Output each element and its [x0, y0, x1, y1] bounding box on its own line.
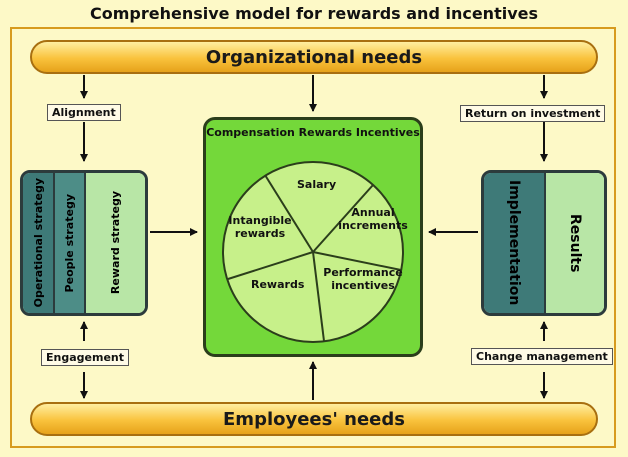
implementation-box: Implementation Results [481, 170, 607, 316]
performance-incentives-slice-label: Performance incentives [323, 266, 403, 292]
change-management-tag: Change management [471, 348, 613, 365]
return-on-investment-tag: Return on investment [460, 105, 606, 122]
compensation-box: Compensation Rewards Incentives Salary A… [203, 117, 423, 357]
implementation-column: Implementation [484, 173, 546, 313]
salary-slice-label: Salary [297, 178, 337, 191]
organizational-needs-band: Organizational needs [30, 40, 598, 74]
people-strategy-column: People strategy [55, 173, 86, 313]
implementation-label: Implementation [506, 180, 522, 306]
results-label: Results [567, 213, 583, 273]
annual-increments-slice-label: Annual increments [338, 206, 408, 232]
people-strategy-label: People strategy [63, 193, 76, 293]
operational-strategy-column: Operational strategy [23, 173, 55, 313]
compensation-pie [222, 161, 404, 343]
reward-strategy-label: Reward strategy [109, 191, 122, 295]
operational-strategy-label: Operational strategy [31, 178, 45, 308]
employees-needs-label: Employees' needs [223, 408, 405, 430]
diagram-title: Comprehensive model for rewards and ince… [89, 4, 539, 23]
organizational-needs-label: Organizational needs [205, 46, 423, 68]
intangible-rewards-slice-label: Intangible rewards [228, 214, 292, 240]
reward-strategy-column: Reward strategy [86, 173, 145, 313]
results-column: Results [546, 173, 604, 313]
rewards-slice-label: Rewards [251, 278, 305, 291]
compensation-title: Compensation Rewards Incentives [206, 126, 420, 139]
strategy-box: Operational strategy People strategy Rew… [20, 170, 148, 316]
engagement-tag: Engagement [41, 349, 129, 366]
outer-frame [10, 27, 616, 448]
employees-needs-band: Employees' needs [30, 402, 598, 436]
alignment-tag: Alignment [47, 104, 121, 121]
